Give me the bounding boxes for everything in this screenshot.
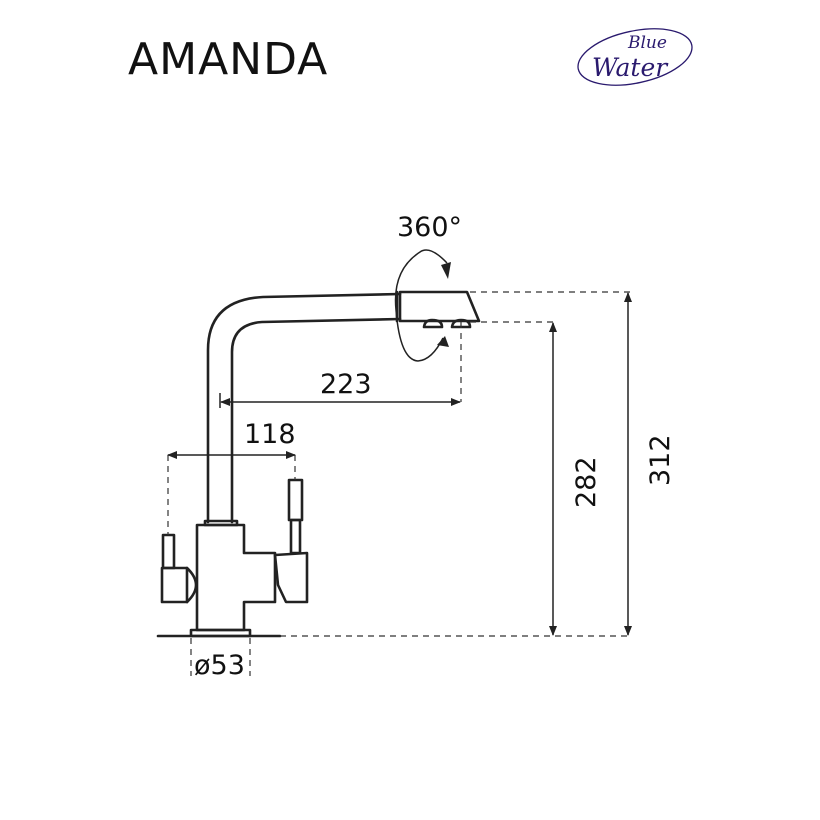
dimension-118: 118 [167, 419, 296, 535]
handle-span-label: 118 [244, 419, 296, 450]
product-title: AMANDA [128, 34, 329, 85]
right-handle [273, 551, 309, 604]
rotation-arrow-top-icon [441, 262, 451, 279]
right-handle-lever [287, 478, 304, 522]
dimension-282: 282 [549, 322, 602, 636]
nozzle-left [422, 318, 444, 329]
aerator-height-label: 282 [571, 456, 602, 508]
total-height-label: 312 [645, 434, 676, 486]
spout [206, 290, 481, 524]
nozzle-right [450, 318, 472, 329]
rotation-label: 360° [397, 212, 462, 243]
left-handle [160, 566, 189, 604]
dimension-223: 223 [219, 369, 461, 408]
rotation-indicator: 360° [394, 212, 462, 362]
left-handle-lever [161, 533, 176, 570]
base-diameter-label: ø53 [194, 650, 245, 681]
dimension-312: 312 [624, 292, 676, 636]
faucet-body [156, 478, 309, 638]
logo-water: Water [592, 53, 669, 82]
brand-logo: Blue Water [577, 28, 693, 86]
rotation-arrow-bottom-icon [437, 336, 449, 347]
logo-blue: Blue [627, 33, 667, 53]
dimension-diameter: ø53 [190, 638, 251, 681]
spout-reach-label: 223 [320, 369, 372, 400]
